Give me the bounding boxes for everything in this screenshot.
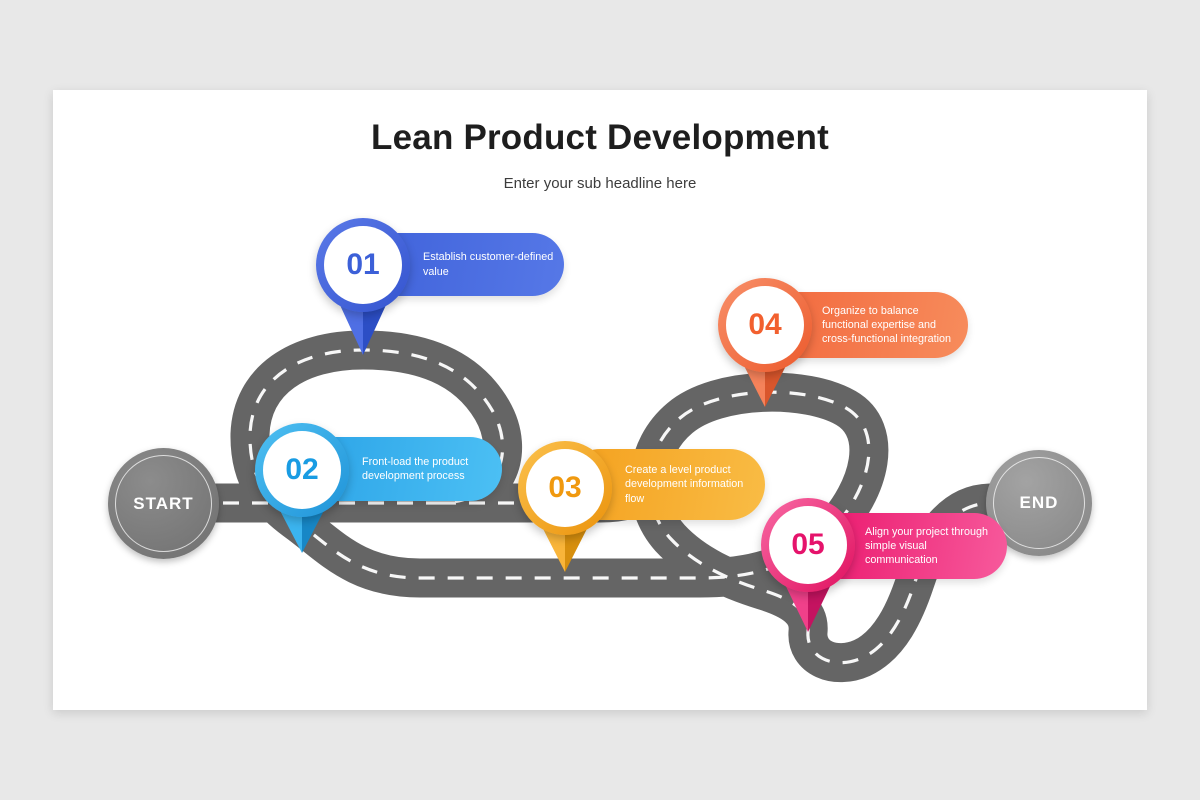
page-subtitle: Enter your sub headline here <box>503 175 697 192</box>
step-01-pin-marker: 01 <box>316 218 410 312</box>
step-03-pin-marker: 03 <box>518 441 612 535</box>
slide-header: Lean Product Development Enter your sub … <box>0 118 1200 192</box>
step-01-description: Establish customer-defined value <box>423 251 554 278</box>
start-circle: START <box>108 448 219 559</box>
step-05-description: Align your project through simple visual… <box>865 525 989 567</box>
step-03-description: Create a level product development infor… <box>625 464 744 505</box>
step-03-number: 03 <box>548 471 582 504</box>
step-02-pin-marker: 02 <box>255 423 349 517</box>
step-05-pin-marker: 05 <box>761 498 855 592</box>
slide-canvas <box>53 90 1147 710</box>
page-title: Lean Product Development <box>371 118 829 157</box>
start-label: START <box>133 493 194 513</box>
end-label: END <box>1019 493 1059 512</box>
step-04-description: Organize to balance functional expertise… <box>822 304 952 346</box>
step-04-number: 04 <box>748 308 782 341</box>
step-02-number: 02 <box>285 453 319 486</box>
step-05-number: 05 <box>791 528 825 561</box>
step-02-description: Front-load the product development proce… <box>362 455 469 482</box>
step-01-number: 01 <box>346 248 380 281</box>
step-04-pin-marker: 04 <box>718 278 812 372</box>
